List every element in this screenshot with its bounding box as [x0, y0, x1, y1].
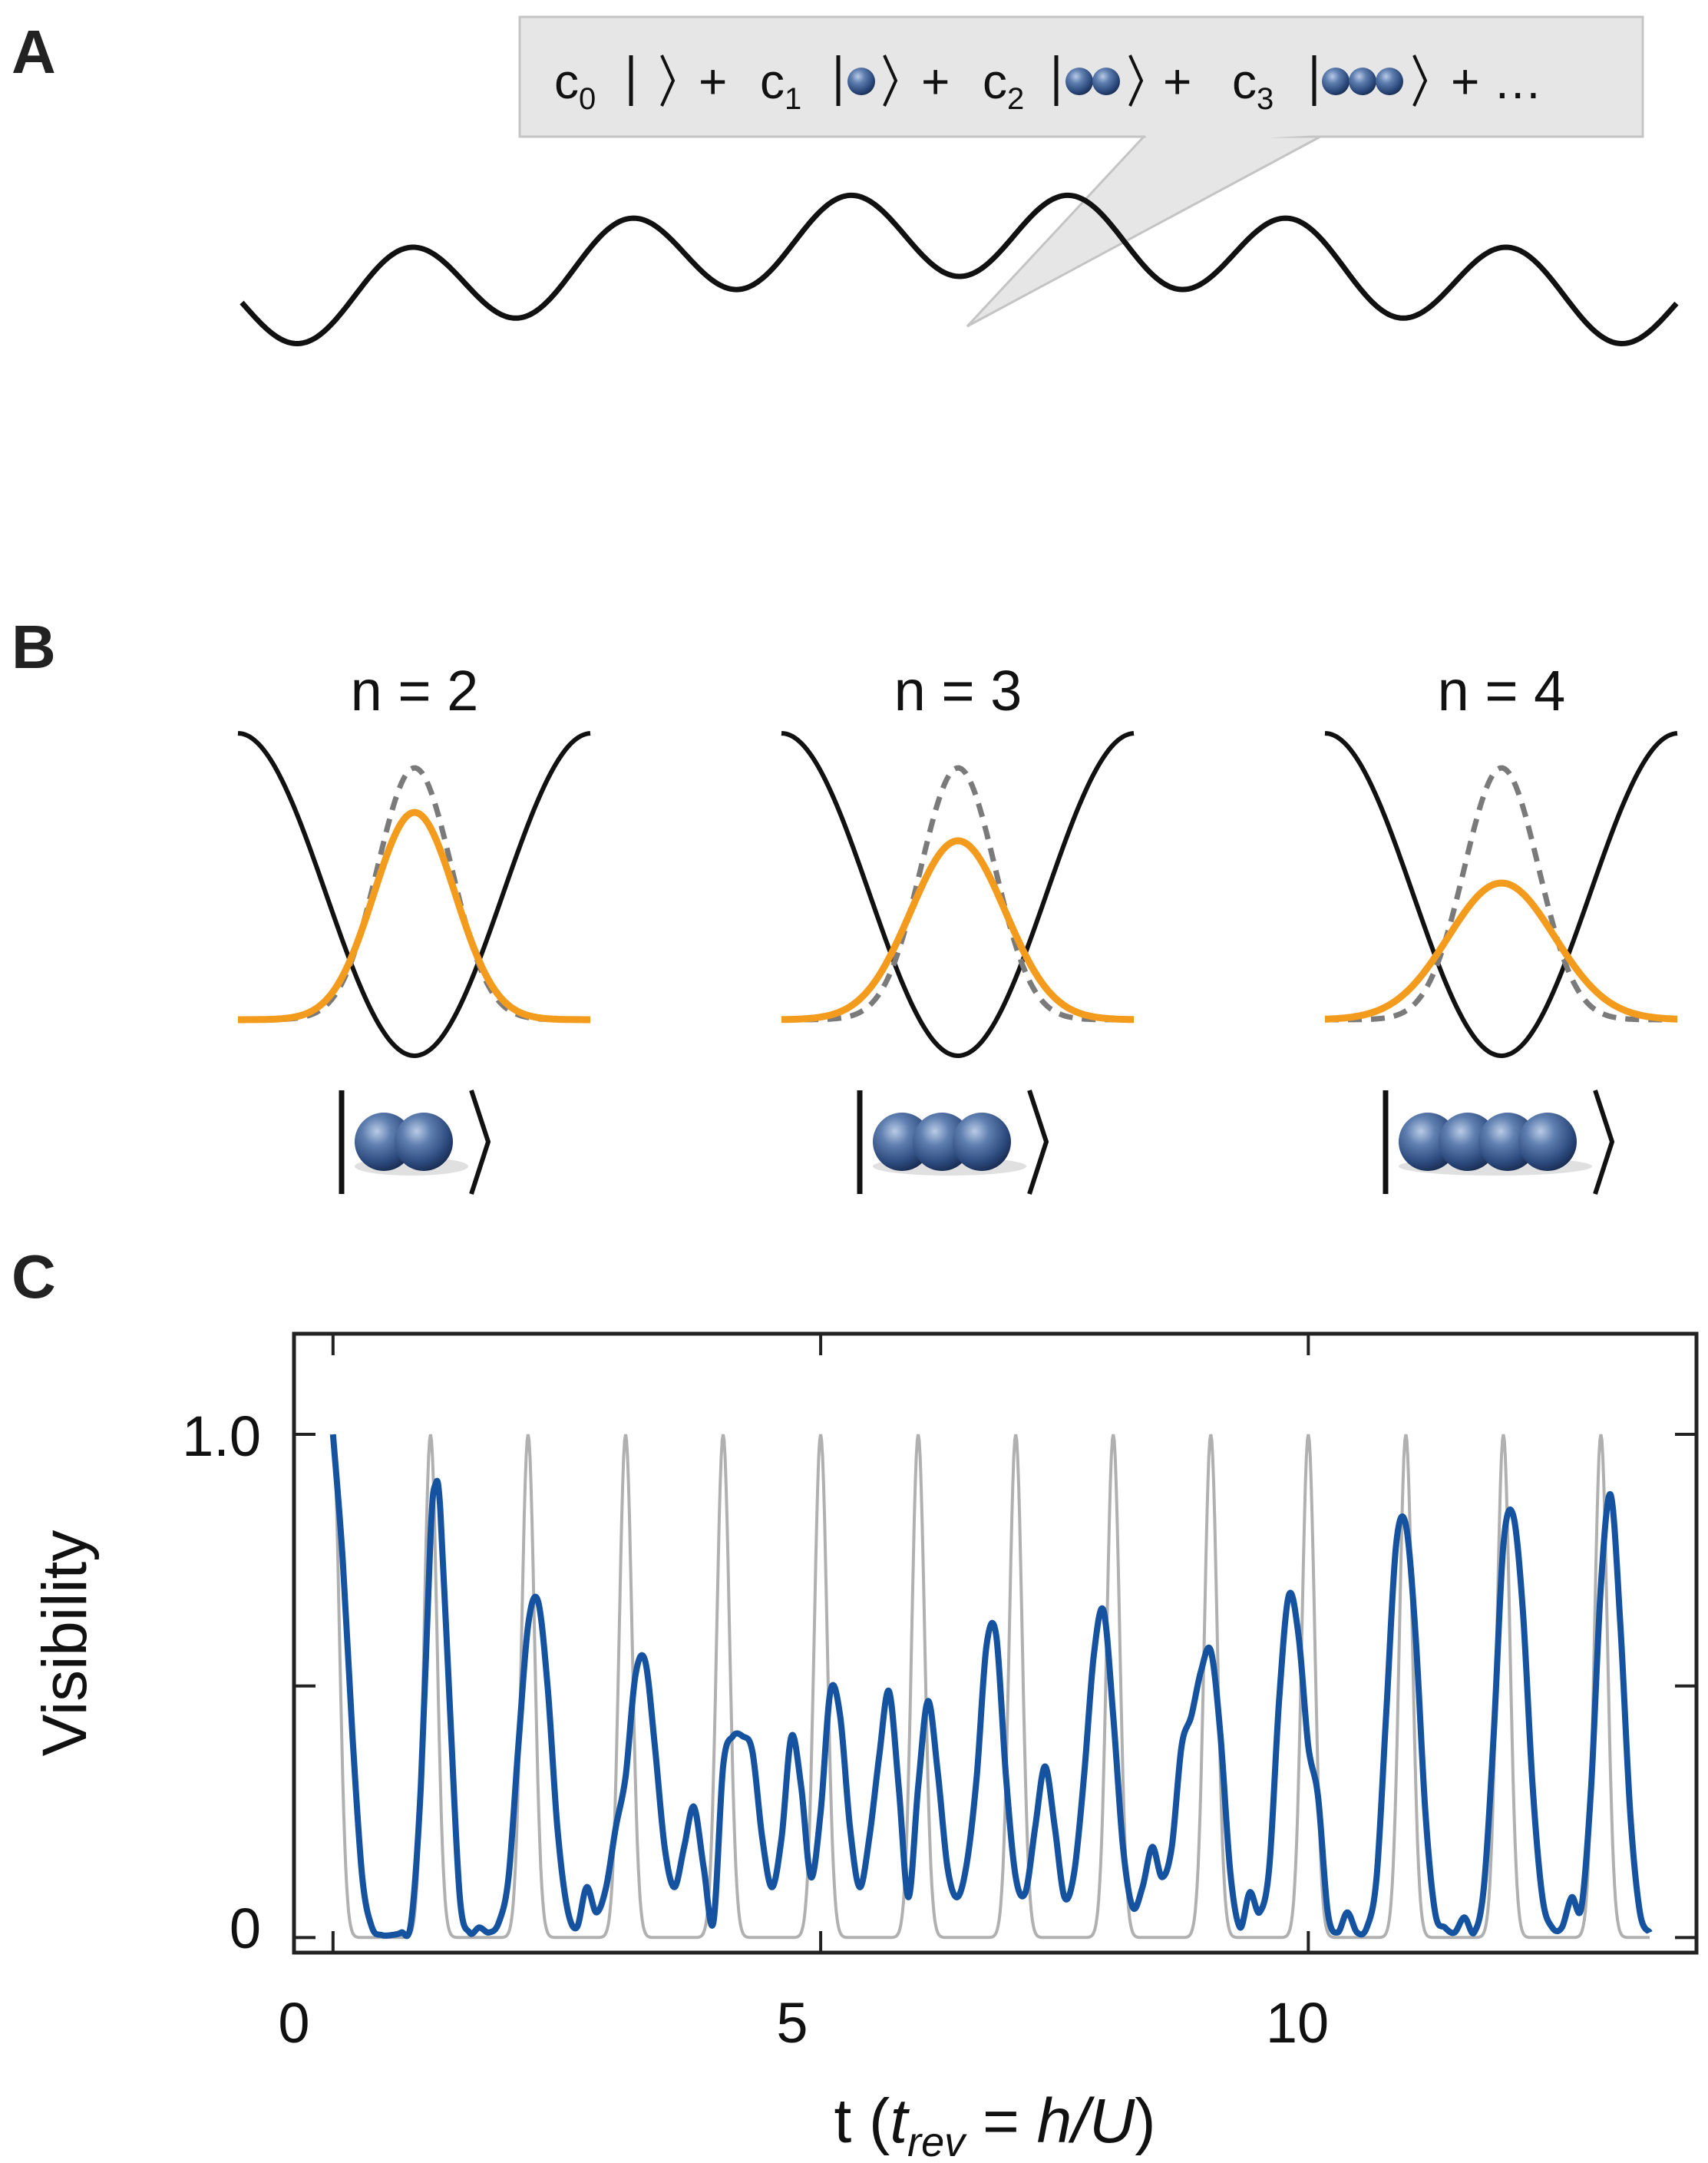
atom-icon	[913, 1113, 971, 1171]
well-n4: n = 4	[1438, 659, 1566, 723]
well-potential	[781, 731, 1135, 1059]
optical-lattice-potential	[240, 192, 1679, 347]
reference-wavefunction	[781, 765, 1134, 1023]
atom-icon	[1478, 1113, 1537, 1171]
svg-text:+: +	[699, 54, 727, 109]
interacting-wavefunction	[1324, 879, 1678, 1023]
svg-text:c0: c0	[554, 54, 596, 116]
atom-icon	[1322, 68, 1350, 95]
atom-icon	[1092, 68, 1120, 95]
atom-icon	[953, 1113, 1011, 1171]
svg-text:c1: c1	[760, 54, 801, 116]
speech-bubble	[518, 15, 1644, 328]
atom-icon	[1376, 68, 1403, 95]
atom-icon	[873, 1113, 931, 1171]
x-tick-label: 5	[776, 1991, 808, 2055]
y-tick-label: 1.0	[182, 1404, 261, 1468]
well-potential	[1324, 731, 1678, 1059]
x-tick-label: 0	[278, 1991, 309, 2055]
reference-wavefunction	[1325, 765, 1677, 1023]
interacting-wavefunction	[238, 809, 590, 1024]
panel-a-label: A	[12, 18, 56, 86]
atom-icon	[1518, 1113, 1577, 1171]
atom-icon	[395, 1113, 453, 1171]
theory-revival-curve	[331, 1434, 1650, 1940]
panel-b-label: B	[12, 613, 56, 681]
axis-ticks	[294, 1334, 1696, 1953]
plot-frame	[292, 1331, 1699, 1955]
ket-angle	[1027, 1090, 1049, 1195]
well-title: n = 4	[1438, 659, 1566, 723]
ket-angle	[1593, 1090, 1615, 1195]
atom-icon	[355, 1113, 413, 1171]
well-n2: n = 2	[351, 659, 479, 723]
wave-functions	[237, 731, 1678, 1059]
svg-text:+ …: + …	[1451, 54, 1542, 109]
y-axis-label: Visibility	[30, 1530, 100, 1757]
well-potential	[237, 731, 591, 1059]
y-tick-label: 0	[230, 1897, 261, 1960]
well-n3: n = 3	[894, 659, 1022, 723]
svg-text:+: +	[921, 54, 950, 109]
x-axis-label: t (trev = h/U)	[834, 2086, 1155, 2163]
svg-text:c2: c2	[983, 54, 1024, 116]
atom-icon	[1349, 68, 1376, 95]
interacting-wavefunction	[781, 837, 1135, 1024]
svg-text:+: +	[1163, 54, 1191, 109]
ket-angle	[469, 1090, 491, 1195]
superposition-expression: c0 + c1 + c2 + c3 + …	[554, 54, 1542, 116]
atom-icon	[1439, 1113, 1497, 1171]
atom-icon	[1399, 1113, 1457, 1171]
atom-icon	[847, 68, 875, 95]
atom-icon	[1065, 68, 1093, 95]
svg-text:c3: c3	[1232, 54, 1274, 116]
measured-visibility-curve	[329, 1434, 1653, 1940]
x-tick-label: 10	[1266, 1991, 1329, 2055]
fock-states	[339, 1090, 1615, 1195]
well-title: n = 3	[894, 659, 1022, 723]
well-title: n = 2	[351, 659, 479, 723]
panel-c-label: C	[12, 1242, 56, 1311]
